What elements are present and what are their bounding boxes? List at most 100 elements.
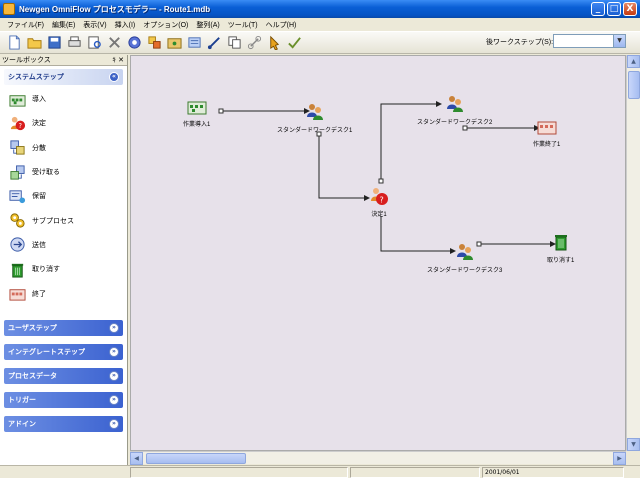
zoom-button[interactable] [126,35,142,51]
node-label: スタンダードワークデスク3 [427,268,503,274]
connector-decision-ws3[interactable] [380,216,456,254]
group-addins[interactable]: アドイン » [4,415,123,432]
tool-label: 終了 [32,290,46,298]
check-icon [287,37,301,49]
group-integrate-steps[interactable]: インテグレートステップ » [4,343,123,360]
horizontal-scroll-thumb[interactable] [146,453,246,464]
group-user-steps[interactable]: ユーザステップ » [4,319,123,336]
menu-file[interactable]: ファイル(F) [7,21,44,29]
scroll-right-icon[interactable]: ▶ [613,452,626,465]
connector-ws1-decision[interactable] [318,134,370,201]
menu-tools[interactable]: ツール(T) [227,21,258,29]
new-button[interactable] [6,35,22,51]
node-standard-workdesk-2[interactable]: スタンダードワークデスク2 [417,94,492,126]
receive-icon [8,163,26,181]
menu-options[interactable]: オプション(O) [143,21,189,29]
workstep-select[interactable]: ▼ [553,34,626,48]
group-triggers[interactable]: トリガー » [4,391,123,408]
pointer-icon [269,35,279,50]
expand-icon[interactable]: » [109,370,119,381]
print-button[interactable] [66,35,82,51]
menu-insert[interactable]: 挿入(I) [114,21,136,29]
node-label: 作業導入1 [183,122,211,128]
node-discard[interactable]: 取り消す1 [547,232,574,264]
send-icon [8,236,26,254]
group-label: プロセスデータ [8,371,57,380]
maximize-button[interactable]: □ [607,2,621,16]
tool-decision[interactable]: ? 決定 [8,111,127,135]
minimize-button[interactable]: _ [591,2,605,16]
scroll-down-icon[interactable]: ▼ [627,438,640,451]
subprocess-icon [8,212,26,230]
group-button[interactable] [166,35,182,51]
node-standard-workdesk-1[interactable]: スタンダードワークデスク1 [277,102,352,134]
process-canvas[interactable]: 作業導入1 スタンダードワークデスク1 スタンダードワークデスク2 作業終了1 … [130,55,626,451]
workdesk-icon [446,96,463,112]
decision-icon: ? [371,188,388,205]
menu-edit[interactable]: 編集(E) [51,21,76,29]
tool-discard[interactable]: 取り消す [8,257,127,281]
status-date: 2001/06/01 [482,467,624,478]
step-button[interactable] [146,35,162,51]
connector-decision-ws2[interactable] [380,101,442,181]
status-bar: 2001/06/01 [0,465,640,478]
tool-label: 送信 [32,241,46,249]
connect-button[interactable] [206,35,222,51]
pointer-button[interactable] [266,35,282,51]
group-system-steps[interactable]: システムステップ « [4,69,123,85]
toolbox-header: ツールボックス ｷ ✕ [0,55,127,66]
copy-button[interactable] [226,35,242,51]
group-label: ユーザステップ [8,323,57,332]
preview-icon [87,36,101,49]
discard-icon [554,235,567,251]
open-button[interactable] [26,35,42,51]
svg-text:?: ? [380,196,384,205]
save-button[interactable] [46,35,62,51]
copy-icon [227,36,241,49]
scroll-left-icon[interactable]: ◀ [130,452,143,465]
scroll-up-icon[interactable]: ▲ [627,55,640,68]
list-icon [187,37,201,48]
menu-view[interactable]: 表示(V) [83,21,107,29]
node-work-introduction[interactable]: 作業導入1 [183,96,210,128]
menu-help[interactable]: ヘルプ(H) [265,21,297,29]
chevron-down-icon[interactable]: ▼ [613,35,625,47]
tool-receive[interactable]: 受け取る [8,160,127,184]
tool-send[interactable]: 送信 [8,233,127,257]
link-button[interactable] [246,35,262,51]
node-decision[interactable]: ? 決定1 [369,186,389,218]
list-button[interactable] [186,35,202,51]
vertical-scroll-thumb[interactable] [628,71,640,99]
tool-introduce[interactable]: 導入 [8,87,127,111]
toolbox-header-controls[interactable]: ｷ ✕ [112,56,124,64]
tool-exit[interactable]: 終了 [8,281,127,305]
collapse-icon[interactable]: « [109,72,119,82]
tool-hold[interactable]: 保留 [8,184,127,208]
group-label: トリガー [8,395,36,404]
expand-icon[interactable]: » [109,418,119,429]
check-button[interactable] [286,35,302,51]
preview-button[interactable] [86,35,102,51]
decision-icon: ? [8,114,26,132]
group-process-data[interactable]: プロセスデータ » [4,367,123,384]
tool-label: サブプロセス [32,217,74,225]
tool-label: 分散 [32,144,46,152]
tool-subprocess[interactable]: サブプロセス [8,208,127,232]
step-icon [147,36,161,49]
new-icon [8,35,20,50]
horizontal-scrollbar[interactable]: ◀ ▶ [130,451,626,465]
node-work-exit[interactable]: 作業終了1 [533,116,560,148]
menu-align[interactable]: 整列(A) [196,21,220,29]
title-bar: Newgen OmniFlow プロセスモデラー - Route1.mdb _ … [0,0,640,18]
connector-layer [218,101,556,254]
zoom-icon [127,36,141,49]
vertical-scrollbar[interactable]: ▲ ▼ [626,55,640,451]
close-button[interactable]: X [623,2,637,16]
expand-icon[interactable]: » [109,322,119,333]
introduce-icon [8,90,26,108]
expand-icon[interactable]: » [109,394,119,405]
expand-icon[interactable]: » [109,346,119,357]
node-standard-workdesk-3[interactable]: スタンダードワークデスク3 [427,242,502,274]
delete-button[interactable] [106,35,122,51]
tool-distribute[interactable]: 分散 [8,136,127,160]
